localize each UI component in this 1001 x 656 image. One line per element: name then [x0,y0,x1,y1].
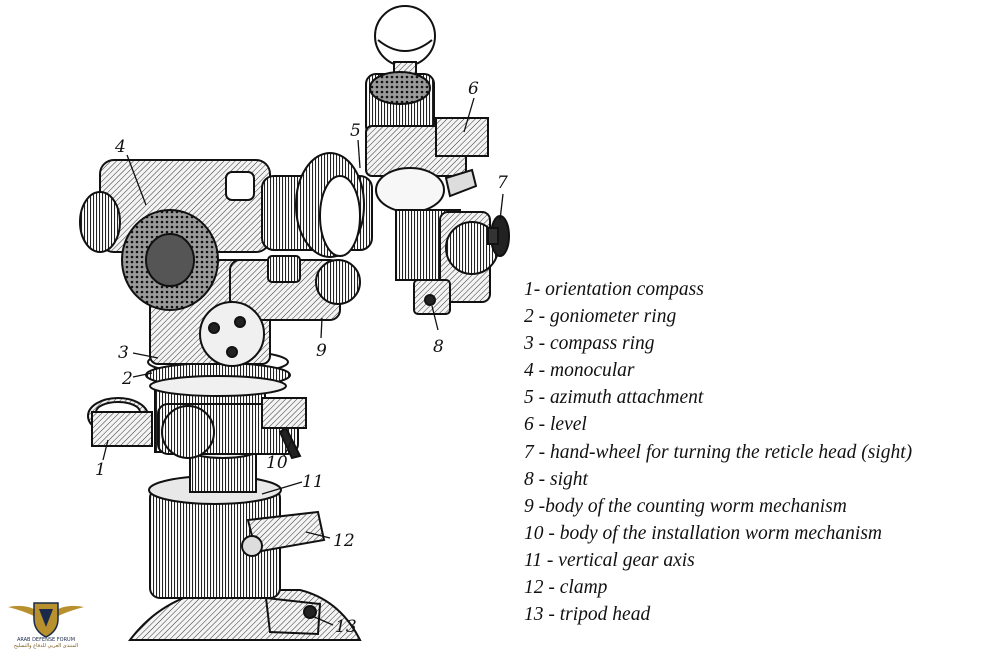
legend-item-5: 5 - azimuth attachment [524,387,704,409]
parts-legend: 1- orientation compass 2 - goniometer ri… [524,276,912,628]
legend-item-1: 1- orientation compass [524,279,704,300]
ring-assembly [87,349,307,460]
legend-item-11: 11 - vertical gear axis [524,549,695,571]
callout-12: 12 [333,531,355,551]
leader-lines [102,97,504,626]
tripod-head [127,441,362,641]
sight-head [365,5,510,315]
watermark-arabic: المنتدى العربي للدفاع والتسليح [13,643,79,649]
callout-11: 11 [302,472,324,492]
legend-item-13: 13 - tripod head [524,604,651,626]
instrument-body [79,152,373,367]
callout-7: 7 [497,173,508,193]
legend-item-12: 12 - clamp [524,577,608,599]
legend-item-7: 7 - hand-wheel for turning the reticle h… [524,441,913,463]
legend-item-8: 8 - sight [524,468,588,490]
watermark-name: ARAB DEFENSE FORUM [16,637,76,643]
legend-item-9: 9 -body of the counting worm mechanism [524,495,847,517]
callout-3: 3 [118,343,129,363]
legend-item-6: 6 - level [524,414,587,436]
callout-10: 10 [266,453,288,473]
callout-6: 6 [468,79,479,99]
legend-item-10: 10 - body of the installation worm mecha… [524,522,883,544]
callout-labels: 1 2 3 4 5 5 6 7 8 9 10 11 12 13 [95,79,508,637]
callout-5a: 5 [350,121,361,141]
shield-wings-icon [8,602,84,638]
legend-item-3: 3 - compass ring [524,333,655,355]
callout-2: 2 [121,369,133,389]
callout-9: 9 [316,341,327,361]
callout-1: 1 [95,460,106,480]
callout-13: 13 [335,617,357,637]
legend-item-2: 2 - goniometer ring [524,306,677,328]
legend-item-4: 4 - monocular [524,360,635,382]
callout-8: 8 [433,337,444,357]
callout-4: 4 [114,137,126,157]
watermark-logo: ARAB DEFENSE FORUM المنتدى العربي للدفاع… [6,597,86,654]
